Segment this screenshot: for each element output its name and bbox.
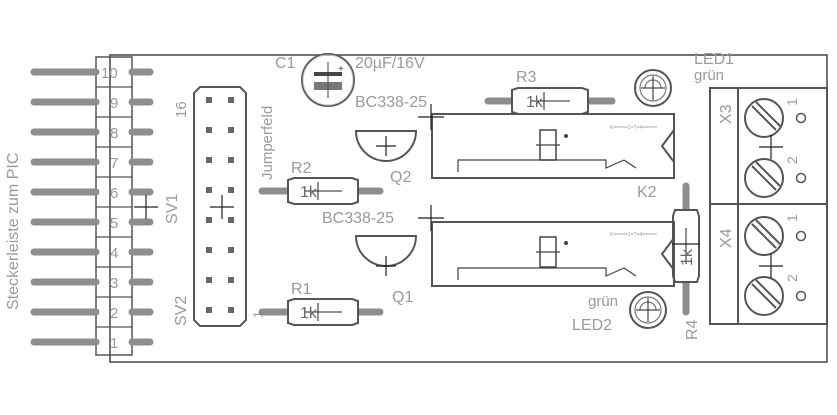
header-pin: 2 [30, 296, 154, 322]
header-pin: 3 [30, 266, 154, 292]
header-label: Steckerleiste zum PIC [5, 153, 22, 310]
jumper-pad [206, 157, 212, 163]
r3-name: R3 [516, 69, 537, 86]
jumper-pad [206, 307, 212, 313]
r1-value: 1k [300, 305, 318, 322]
svg-text:K=====1=T=4=====: K=====1=T=4===== [610, 232, 657, 238]
header-pin-number: 4 [110, 245, 118, 262]
sv1-label: SV1 [164, 194, 181, 224]
transistor-q2 [354, 130, 418, 162]
resistor-r2: 1k [258, 177, 384, 205]
jumper-pad [228, 157, 234, 163]
jumper-pad [228, 247, 234, 253]
jumper-pad [228, 307, 234, 313]
x3-name: X3 [718, 104, 735, 124]
c1-value: 20µF/16V [355, 55, 425, 72]
r2-name: R2 [291, 160, 312, 177]
header-pin: 1 [30, 326, 154, 352]
jumper-pad [206, 247, 212, 253]
q1-name: Q1 [392, 289, 413, 306]
header-pin: 9 [30, 86, 154, 112]
jumper-bottom-pin-label: 1 [251, 311, 265, 318]
r4-name: R4 [684, 319, 701, 340]
led1-name: LED1 [694, 51, 734, 68]
header-pin: 5 [30, 206, 154, 232]
r2-value: 1k [300, 184, 318, 201]
header-pin-number: 5 [110, 215, 118, 232]
header-pin: 6 [30, 176, 154, 202]
jumper-pad [206, 217, 212, 223]
jumper-pad [228, 187, 234, 193]
relay-k2: K=====1=T=4===== [431, 113, 675, 179]
r4-value: 1k [679, 248, 696, 266]
c1-name: C1 [275, 55, 296, 72]
jumper-pad [206, 97, 212, 103]
relay-bottom: K=====1=T=4===== [431, 221, 675, 287]
svg-text:+: + [338, 64, 344, 75]
header-pin-number: 7 [110, 155, 118, 172]
jumper-pad [206, 187, 212, 193]
reference-crosses [418, 104, 700, 245]
k2-name: K2 [637, 184, 657, 201]
x4-pin2: 2 [784, 274, 800, 282]
header-pin: 4 [30, 236, 154, 262]
header-pin: 7 [30, 146, 154, 172]
jumper-pad [228, 97, 234, 103]
header-pin-number: 6 [110, 185, 118, 202]
transistor-q1 [354, 235, 418, 276]
pin-header-sv1: 10 9 8 7 6 5 4 3 2 1 [30, 56, 154, 356]
header-pin-number: 10 [101, 65, 118, 82]
x4-name: X4 [718, 228, 735, 248]
r1-name: R1 [291, 281, 312, 298]
header-pin: 8 [30, 116, 154, 142]
sv1-origin-cross [134, 195, 158, 219]
header-pin-number: 8 [110, 125, 118, 142]
resistor-r1: 1k [258, 298, 384, 326]
terminal-block-x4 [709, 203, 828, 325]
r3-value: 1k [526, 94, 544, 111]
header-pin-number: 2 [110, 305, 118, 322]
svg-text:K=====1=T=4=====: K=====1=T=4===== [610, 125, 657, 131]
resistor-r3: 1k [484, 87, 616, 115]
q2-type: BC338-25 [355, 94, 427, 111]
capacitor-c1: + [301, 53, 355, 107]
jumper-label: Jumperfeld [259, 106, 276, 180]
q1-type: BC338-25 [322, 210, 394, 227]
led2-color: grün [588, 293, 618, 310]
q2-name: Q2 [390, 169, 411, 186]
header-pin-number: 9 [110, 95, 118, 112]
jumper-pad [228, 277, 234, 283]
header-pin-number: 1 [110, 335, 118, 352]
sv2-label: SV2 [173, 296, 190, 326]
led2 [629, 291, 667, 329]
x3-pin2: 2 [784, 156, 800, 164]
jumper-pad [206, 127, 212, 133]
resistor-r4: 1k [672, 182, 700, 316]
led1-color: grün [694, 67, 724, 84]
header-pin-number: 3 [110, 275, 118, 292]
jumper-pad [228, 217, 234, 223]
x4-pin1: 1 [784, 214, 800, 222]
led2-name: LED2 [572, 317, 612, 334]
jumper-pad [228, 127, 234, 133]
jumper-field [193, 86, 247, 327]
led1 [634, 69, 672, 107]
jumper-pad [206, 277, 212, 283]
header-pin: 10 [30, 65, 154, 82]
jumper-top-pin-label: 16 [173, 101, 190, 118]
x3-pin1: 1 [784, 98, 800, 106]
board-outline [109, 54, 828, 363]
